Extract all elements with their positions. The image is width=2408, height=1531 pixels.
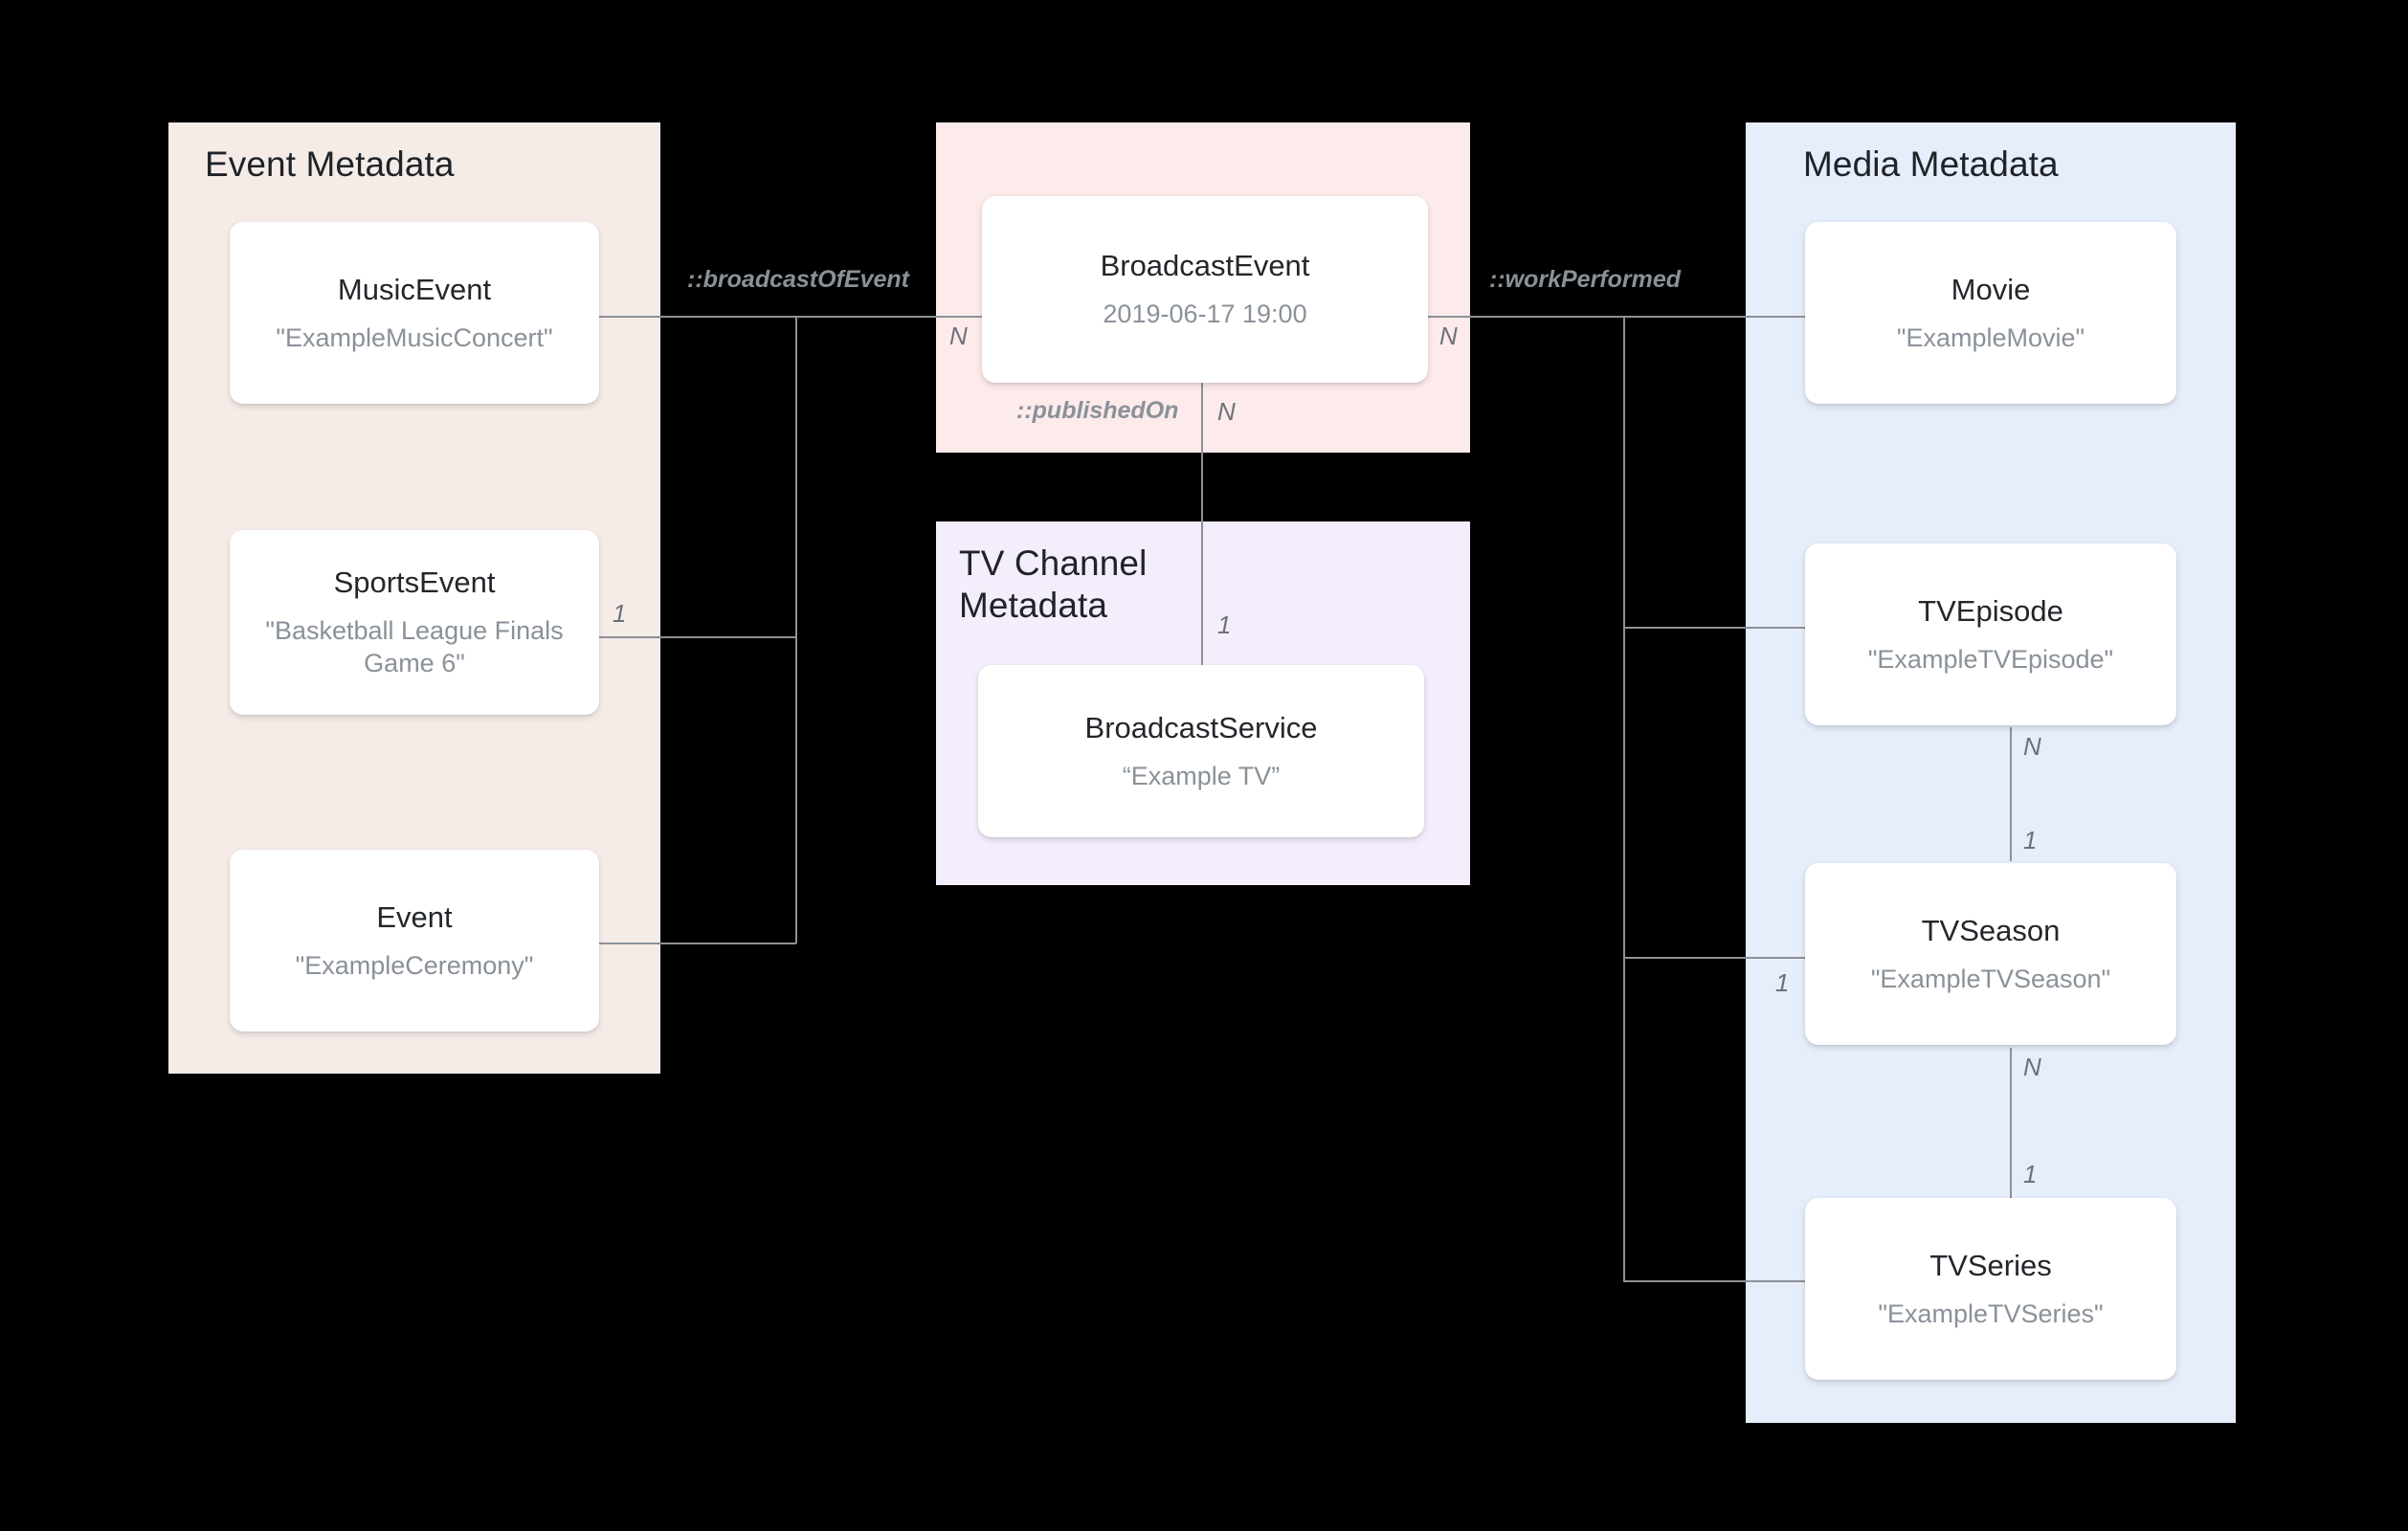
- card-title-event: Event: [376, 899, 453, 934]
- card-title-broadcast-event: BroadcastEvent: [1100, 249, 1310, 283]
- card-movie[interactable]: Movie "ExampleMovie": [1805, 222, 2176, 404]
- card-title-broadcast-service: BroadcastService: [1084, 710, 1318, 744]
- card-tv-series[interactable]: TVSeries "ExampleTVSeries": [1805, 1198, 2176, 1380]
- card-value-movie: "ExampleMovie": [1896, 322, 2085, 352]
- card-broadcast-event[interactable]: BroadcastEvent 2019-06-17 19:00: [982, 196, 1428, 383]
- relation-label-work-performed: ::workPerformed: [1489, 266, 1682, 293]
- connector-sports-event-stub: [598, 636, 796, 638]
- connector-event-bus: [795, 316, 797, 943]
- cardinality-tv-episode-bottom: N: [2023, 732, 2041, 761]
- card-value-tv-episode: "ExampleTVEpisode": [1867, 644, 2114, 674]
- card-music-event[interactable]: MusicEvent "ExampleMusicConcert": [230, 222, 599, 404]
- card-title-tv-episode: TVEpisode: [1918, 593, 2063, 628]
- card-title-tv-series: TVSeries: [1929, 1248, 2052, 1282]
- panel-title-tv-channel-metadata: TV Channel Metadata: [959, 544, 1148, 625]
- card-value-event: "ExampleCeremony": [295, 950, 534, 980]
- connector-music-event-stub: [598, 316, 796, 318]
- card-event[interactable]: Event "ExampleCeremony": [230, 850, 599, 1032]
- cardinality-tv-series-top: 1: [2023, 1160, 2038, 1188]
- card-broadcast-service[interactable]: BroadcastService “Example TV”: [978, 665, 1424, 837]
- card-title-movie: Movie: [1951, 272, 2031, 306]
- cardinality-broadcast-event-left: N: [949, 322, 968, 350]
- connector-broadcast-of-event: [795, 316, 984, 318]
- card-tv-season[interactable]: TVSeason "ExampleTVSeason": [1805, 863, 2176, 1045]
- cardinality-broadcast-service-top: 1: [1217, 610, 1232, 639]
- card-value-music-event: "ExampleMusicConcert": [276, 322, 553, 352]
- relation-label-broadcast-of-event: ::broadcastOfEvent: [687, 266, 909, 293]
- cardinality-tv-season-left: 1: [1775, 968, 1790, 997]
- cardinality-tv-season-bottom: N: [2023, 1053, 2041, 1081]
- connector-published-on: [1201, 383, 1203, 666]
- panel-title-event-metadata: Event Metadata: [205, 144, 455, 184]
- connector-tv-season-stub: [1623, 957, 1805, 959]
- relation-label-published-on: ::publishedOn: [1016, 397, 1179, 424]
- connector-tv-series-stub: [1623, 1280, 1805, 1282]
- connector-season-to-series: [2010, 1048, 2012, 1198]
- card-title-sports-event: SportsEvent: [333, 566, 496, 600]
- connector-work-performed: [1428, 316, 1624, 318]
- connector-movie-stub: [1623, 316, 1805, 318]
- cardinality-broadcast-event-bottom: N: [1217, 397, 1236, 426]
- card-tv-episode[interactable]: TVEpisode "ExampleTVEpisode": [1805, 544, 2176, 725]
- card-value-broadcast-service: “Example TV”: [1122, 761, 1281, 790]
- connector-media-bus: [1623, 316, 1625, 1282]
- cardinality-tv-season-top: 1: [2023, 826, 2038, 854]
- connector-tv-episode-stub: [1623, 627, 1805, 629]
- card-title-tv-season: TVSeason: [1921, 913, 2061, 947]
- card-sports-event[interactable]: SportsEvent "Basketball League Finals Ga…: [230, 530, 599, 715]
- cardinality-sports-event-right: 1: [613, 599, 627, 628]
- card-value-tv-season: "ExampleTVSeason": [1870, 964, 2111, 993]
- connector-episode-to-season: [2010, 727, 2012, 861]
- panel-title-media-metadata: Media Metadata: [1803, 144, 2059, 184]
- card-value-broadcast-event: 2019-06-17 19:00: [1103, 300, 1307, 329]
- card-value-sports-event: "Basketball League Finals Game 6": [265, 616, 564, 678]
- card-value-tv-series: "ExampleTVSeries": [1878, 1298, 2104, 1328]
- cardinality-broadcast-event-right: N: [1439, 322, 1458, 350]
- card-title-music-event: MusicEvent: [337, 272, 492, 306]
- connector-event-stub: [598, 943, 796, 944]
